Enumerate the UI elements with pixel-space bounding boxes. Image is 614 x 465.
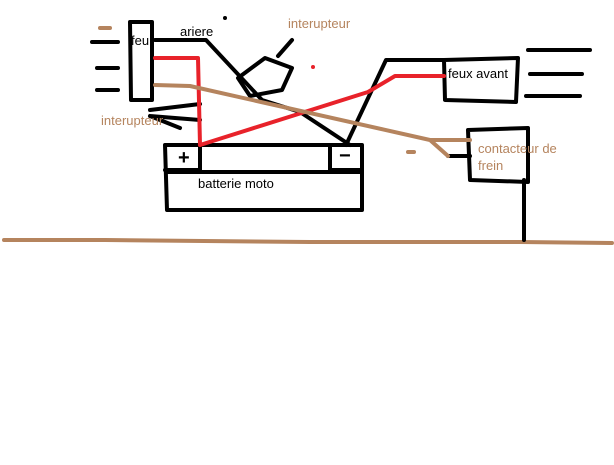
label-plus: + bbox=[178, 147, 190, 169]
headlight-box bbox=[442, 56, 520, 104]
battery-box bbox=[163, 143, 364, 212]
minus-to-headlight-wire bbox=[344, 58, 446, 147]
label-contacteur-1: contacteur de bbox=[478, 141, 557, 156]
red-wire-rear bbox=[153, 56, 202, 147]
label-interupteur-top: interupteur bbox=[288, 16, 351, 31]
label-feu: feu bbox=[131, 33, 149, 48]
rear-light-box bbox=[128, 20, 154, 102]
headlight-rays bbox=[524, 48, 592, 98]
black-dot bbox=[223, 16, 227, 20]
rear-light-rays bbox=[90, 40, 120, 92]
red-dot bbox=[311, 65, 315, 69]
label-feux-avant: feux avant bbox=[448, 66, 508, 81]
label-interupteur-left: interupteur bbox=[101, 113, 164, 128]
brake-switch-wire bbox=[446, 154, 526, 242]
label-minus: − bbox=[339, 145, 351, 167]
red-wire-to-headlight bbox=[198, 74, 446, 147]
switch-body bbox=[236, 56, 294, 98]
switch-lever bbox=[276, 38, 294, 58]
label-contacteur-2: frein bbox=[478, 158, 503, 173]
label-batterie: batterie moto bbox=[198, 176, 274, 191]
label-ariere: ariere bbox=[180, 24, 213, 39]
ground-line bbox=[2, 238, 614, 245]
left-switch-arms bbox=[148, 102, 202, 130]
brake-switch-box bbox=[466, 126, 530, 184]
rear-light-top-wire bbox=[153, 38, 352, 147]
brown-wire-brake bbox=[153, 83, 472, 158]
